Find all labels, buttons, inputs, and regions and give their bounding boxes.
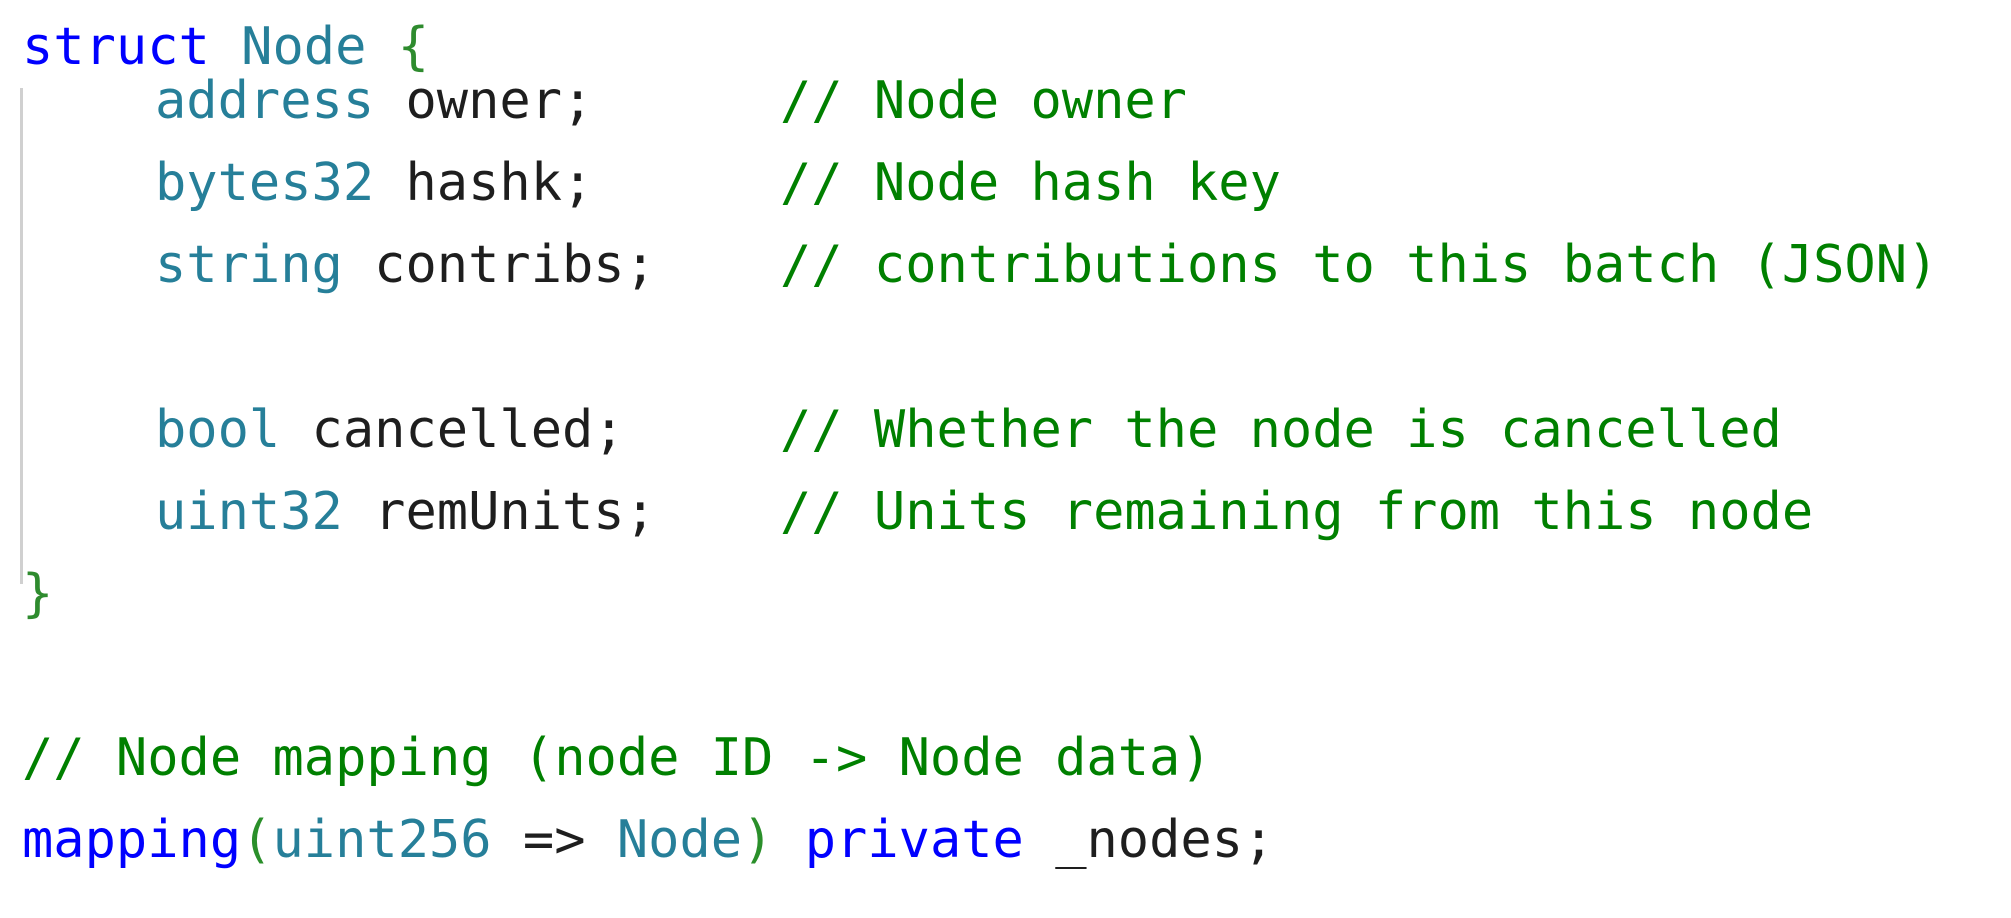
code-line-field: bytes32 hashk; bbox=[155, 148, 593, 218]
code-line-field: address owner; bbox=[155, 66, 593, 136]
code-line-struct-declaration: struct Node { bbox=[22, 12, 429, 82]
field-type: address bbox=[155, 71, 375, 131]
field-type: string bbox=[155, 235, 343, 295]
code-line-field: string contribs; bbox=[155, 230, 656, 300]
open-brace: { bbox=[397, 17, 430, 77]
field-name: contribs; bbox=[374, 235, 656, 295]
struct-name: Node bbox=[241, 17, 367, 77]
code-line-comment: // Units remaining from this node bbox=[780, 477, 1813, 547]
field-name: hashk; bbox=[405, 153, 594, 213]
field-name: cancelled; bbox=[311, 400, 625, 460]
code-line-field: bool cancelled; bbox=[155, 395, 625, 465]
close-brace: } bbox=[22, 564, 54, 624]
field-comment: // contributions to this batch (JSON) bbox=[780, 235, 1939, 295]
field-type: uint32 bbox=[155, 482, 343, 542]
field-name: owner; bbox=[405, 71, 594, 131]
mapping-variable: _nodes; bbox=[1055, 810, 1275, 870]
mapping-open-paren: ( bbox=[241, 810, 273, 870]
code-line-comment: // contributions to this batch (JSON) bbox=[780, 230, 1938, 300]
code-line-mapping-declaration: mapping(uint256 => Node) private _nodes; bbox=[22, 805, 1274, 875]
field-name: remUnits; bbox=[374, 482, 656, 542]
mapping-comment: // Node mapping (node ID -> Node data) bbox=[22, 728, 1212, 788]
field-comment: // Whether the node is cancelled bbox=[780, 400, 1782, 460]
code-line-field: uint32 remUnits; bbox=[155, 477, 656, 547]
code-line-mapping-comment: // Node mapping (node ID -> Node data) bbox=[22, 723, 1212, 793]
code-line-close-brace: } bbox=[22, 559, 53, 629]
code-line-comment: // Whether the node is cancelled bbox=[780, 395, 1782, 465]
mapping-close-paren: ) bbox=[742, 810, 774, 870]
indent-guide bbox=[20, 88, 23, 584]
mapping-key-type: uint256 bbox=[272, 810, 492, 870]
field-comment: // Units remaining from this node bbox=[780, 482, 1814, 542]
mapping-value-type: Node bbox=[616, 810, 743, 870]
mapping-keyword: mapping bbox=[22, 810, 242, 870]
field-comment: // Node owner bbox=[780, 71, 1187, 131]
code-line-comment: // Node owner bbox=[780, 66, 1187, 136]
field-type: bytes32 bbox=[155, 153, 375, 213]
visibility-keyword: private bbox=[804, 810, 1024, 870]
field-comment: // Node hash key bbox=[780, 153, 1281, 213]
struct-keyword: struct bbox=[22, 17, 210, 77]
mapping-arrow: => bbox=[491, 810, 617, 870]
code-line-comment: // Node hash key bbox=[780, 148, 1281, 218]
field-type: bool bbox=[155, 400, 281, 460]
